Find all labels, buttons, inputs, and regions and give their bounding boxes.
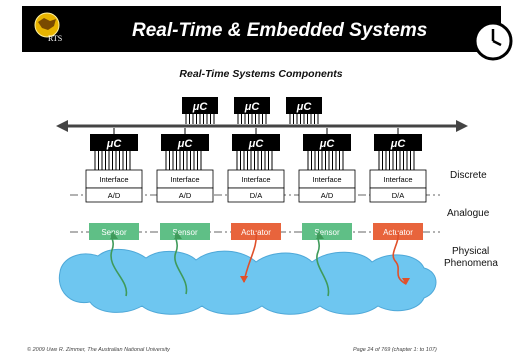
sensor-signal-line [316, 231, 330, 297]
actuator-box [373, 223, 423, 240]
converter-box [156, 187, 214, 203]
device-label: Sensor [172, 228, 198, 237]
unit-cpu-box [161, 134, 209, 151]
converter-label: D/A [392, 191, 405, 200]
interface-label: Interface [170, 175, 199, 184]
layer-label-physical: Physical [452, 246, 490, 257]
interface-label: Interface [383, 175, 412, 184]
interface-label: Interface [312, 175, 341, 184]
system-bus [56, 120, 468, 132]
bus-cpu-label: μC [244, 101, 261, 113]
clock-icon [473, 19, 513, 61]
unit-cpu-box [303, 134, 351, 151]
unit-cpu-label: μC [319, 138, 336, 150]
unit-cpu-box [90, 134, 138, 151]
sensor-arrow-icon [316, 233, 324, 239]
actuator-arrow-icon [402, 278, 410, 285]
header-bar: Real-Time & Embedded Systems [22, 6, 501, 52]
bus-cpu: μC [234, 97, 270, 124]
bus-cpu-label: μC [296, 101, 313, 113]
converter-box [369, 187, 427, 203]
interface-label: Interface [99, 175, 128, 184]
unit-cpu-box [374, 134, 422, 151]
sensor-box [160, 223, 210, 240]
bus-cpu: μC [286, 97, 322, 124]
layer-label-discrete: Discrete [450, 170, 487, 181]
physical-phenomena-cloud [58, 249, 437, 315]
sensor-signal-line [110, 231, 128, 297]
unit-cpu-label: μC [390, 138, 407, 150]
footer-copyright: © 2009 Uwe R. Zimmer, The Australian Nat… [27, 347, 170, 353]
unit-cpu-label: μC [106, 138, 123, 150]
slide-subtitle: Real-Time Systems Components [179, 68, 343, 80]
sensor-signal-line [174, 231, 188, 295]
layer-label-analogue: Analogue [447, 208, 490, 219]
sensor-box [89, 223, 139, 240]
unit-cpu-label: μC [248, 138, 265, 150]
converter-label: A/D [321, 191, 334, 200]
converter-label: A/D [179, 191, 192, 200]
actuator-signal-line [392, 231, 407, 285]
device-label: Sensor [314, 228, 340, 237]
sensor-arrow-icon [110, 233, 118, 239]
page-title: Real-Time & Embedded Systems [132, 20, 428, 41]
converter-box [85, 187, 143, 203]
actuator-box [231, 223, 281, 240]
logo-text: RTS [48, 34, 63, 43]
unit-cpu-label: μC [177, 138, 194, 150]
bus-cpu: μC [182, 97, 218, 124]
converter-label: D/A [250, 191, 263, 200]
converter-box [227, 187, 285, 203]
unit-cpu-box [232, 134, 280, 151]
converter-label: A/D [108, 191, 121, 200]
interface-label: Interface [241, 175, 270, 184]
footer-page-number: Page 24 of 769 (chapter 1: to 107) [353, 347, 437, 353]
converter-box [298, 187, 356, 203]
bus-cpu-label: μC [192, 101, 209, 113]
actuator-arrow-icon [240, 276, 248, 283]
sensor-box [302, 223, 352, 240]
sensor-arrow-icon [174, 233, 182, 239]
rts-logo-icon [34, 12, 60, 38]
layer-label-phenomena: Phenomena [444, 258, 498, 269]
